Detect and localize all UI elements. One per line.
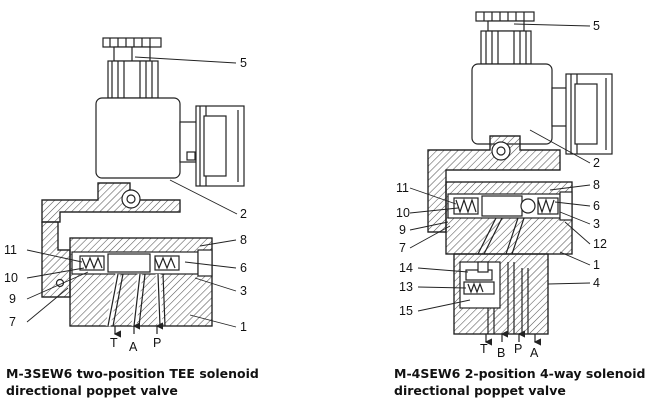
right-callout-7: 7: [399, 241, 406, 255]
right-callout-12: 12: [593, 237, 607, 251]
right-callout-11: 11: [396, 181, 409, 195]
left-callout-1: 1: [240, 320, 247, 334]
right-callout-10: 10: [396, 206, 410, 220]
right-callout-6: 6: [593, 199, 600, 213]
right-solenoid-coil: [471, 63, 553, 145]
right-callout-15: 15: [399, 304, 413, 318]
left-callout-9: 9: [9, 292, 16, 306]
left-callout-7: 7: [9, 315, 16, 329]
right-port-P: P: [514, 342, 522, 356]
left-knob: [102, 37, 162, 62]
right-callout-3: 3: [593, 217, 600, 231]
right-caption-line2: directional poppet valve: [394, 383, 566, 398]
left-solenoid-coil: [95, 97, 181, 179]
left-port-T: T: [110, 336, 118, 350]
right-callout-1: 1: [593, 258, 600, 272]
left-callout-11: 11: [4, 243, 17, 257]
left-callout-5: 5: [240, 56, 247, 70]
right-callout-9: 9: [399, 223, 406, 237]
left-callout-6: 6: [240, 261, 247, 275]
left-connector: [179, 105, 245, 187]
right-port-B: B: [497, 346, 505, 360]
right-callout-8: 8: [593, 178, 600, 192]
left-port-A: A: [129, 340, 138, 354]
right-port-A: A: [530, 346, 539, 360]
right-caption-line1: M-4SEW6 2-position 4-way solenoid: [394, 366, 646, 381]
right-valve-drawing: [409, 11, 613, 346]
left-end-plug: [197, 249, 213, 277]
left-callout-10: 10: [4, 271, 18, 285]
right-caption: M-4SEW6 2-position 4-way solenoid direct…: [394, 365, 645, 399]
right-callout-14: 14: [399, 261, 413, 275]
right-lock-nut: [480, 30, 532, 65]
right-callout-4: 4: [593, 276, 600, 290]
right-port-T: T: [480, 342, 488, 356]
left-callout-3: 3: [240, 284, 247, 298]
left-port-P: P: [153, 336, 161, 350]
right-callout-13: 13: [399, 280, 413, 294]
left-caption: M-3SEW6 two-position TEE solenoid direct…: [6, 365, 259, 399]
left-callout-2: 2: [240, 207, 247, 221]
left-callout-8: 8: [240, 233, 247, 247]
left-lock-nut: [107, 60, 159, 99]
right-callout-5: 5: [593, 19, 600, 33]
left-valve-drawing: [26, 37, 245, 338]
right-callout-2: 2: [593, 156, 600, 170]
left-caption-line2: directional poppet valve: [6, 383, 178, 398]
left-caption-line1: M-3SEW6 two-position TEE solenoid: [6, 366, 259, 381]
left-upper-housing: [41, 182, 181, 223]
